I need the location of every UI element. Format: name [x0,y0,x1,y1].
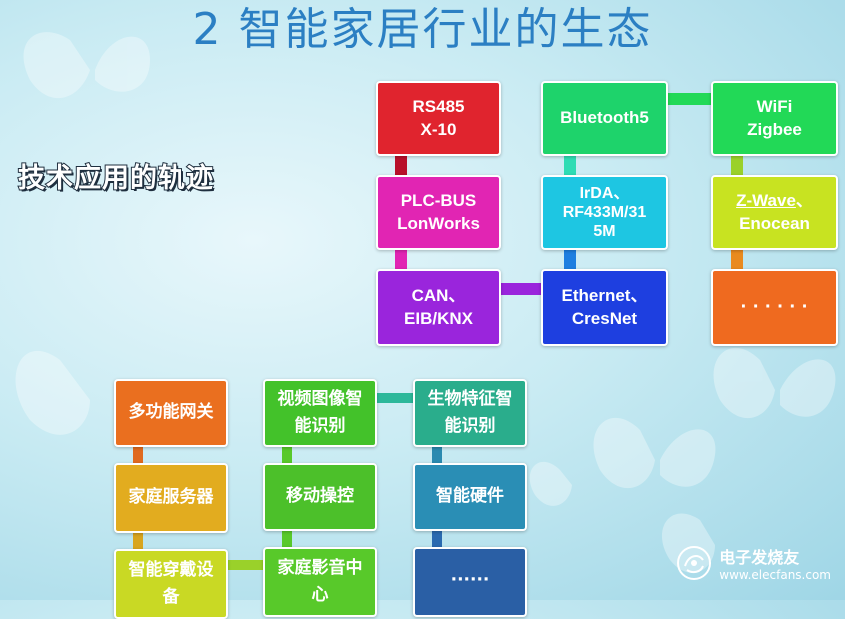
connector [668,93,713,105]
product-box-mobile: 移动操控 [263,463,377,531]
tech-box-can: CAN、 EIB/KNX [376,269,501,346]
connector [282,446,292,464]
watermark-brand: 电子发烧友 [719,548,800,567]
product-box-server: 家庭服务器 [114,463,228,533]
connector [395,249,407,269]
tech-box-zwave: Z-Wave、 Enocean [711,175,838,250]
connector [395,155,407,175]
section-subtitle: 技术应用的轨迹 [17,162,214,195]
product-box-wearable: 智能穿戴设 备 [114,549,228,619]
zwave-text: Z-Wave、 Enocean [736,190,813,236]
product-box-video: 视频图像智 能识别 [263,379,377,447]
zwave-rest: 、 Enocean [739,190,813,233]
connector [432,446,442,464]
connector [282,530,292,548]
connector [564,155,576,175]
tech-box-plc: PLC-BUS LonWorks [376,175,501,250]
connector [133,446,143,464]
tech-box-wifi: WiFi Zigbee [711,81,838,156]
product-box-more: ······ [413,547,527,617]
product-box-hardware: 智能硬件 [413,463,527,531]
watermark: 电子发烧友 www.elecfans.com [675,544,831,582]
connector [228,560,264,570]
product-box-gateway: 多功能网关 [114,379,228,447]
tech-box-ethernet: Ethernet、 CresNet [541,269,668,346]
watermark-url: www.elecfans.com [719,568,831,582]
tech-box-irda: IrDA、 RF433M/31 5M [541,175,668,250]
zwave-link[interactable]: Z-Wave [736,190,796,210]
product-box-bio: 生物特征智 能识别 [413,379,527,447]
connector [133,532,143,550]
product-box-media: 家庭影音中 心 [263,547,377,617]
tech-box-rs485: RS485 X-10 [376,81,501,156]
connector [731,155,743,175]
tech-box-bluetooth: Bluetooth5 [541,81,668,156]
connector [432,530,442,548]
connector [564,249,576,269]
watermark-text: 电子发烧友 www.elecfans.com [719,544,831,582]
elecfans-logo-icon [677,546,712,580]
page-title: 2 智能家居行业的生态 [192,4,653,55]
connector [500,283,545,295]
connector [731,249,743,269]
tech-box-more: · · · · · · [711,269,838,346]
connector [376,393,414,403]
